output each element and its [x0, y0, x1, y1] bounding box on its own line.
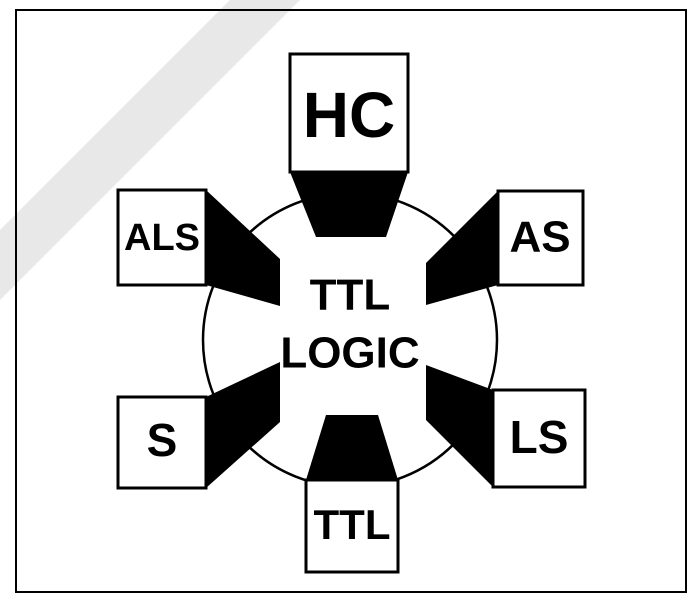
family-block-as: AS — [426, 191, 583, 305]
s-label: S — [147, 414, 178, 466]
hc-label: HC — [303, 79, 395, 151]
ls-label: LS — [510, 411, 569, 463]
center-title-line1: TTL — [310, 271, 391, 320]
family-block-als: ALS — [118, 190, 280, 306]
family-block-ls: LS — [426, 365, 585, 487]
family-block-ttl: TTL — [306, 415, 398, 572]
family-block-s: S — [118, 362, 280, 488]
als-label: ALS — [124, 217, 200, 259]
as-label: AS — [509, 213, 570, 262]
center-title-line2: LOGIC — [280, 329, 419, 378]
ttl-label: TTL — [314, 501, 391, 548]
family-block-hc: HC — [290, 54, 408, 237]
